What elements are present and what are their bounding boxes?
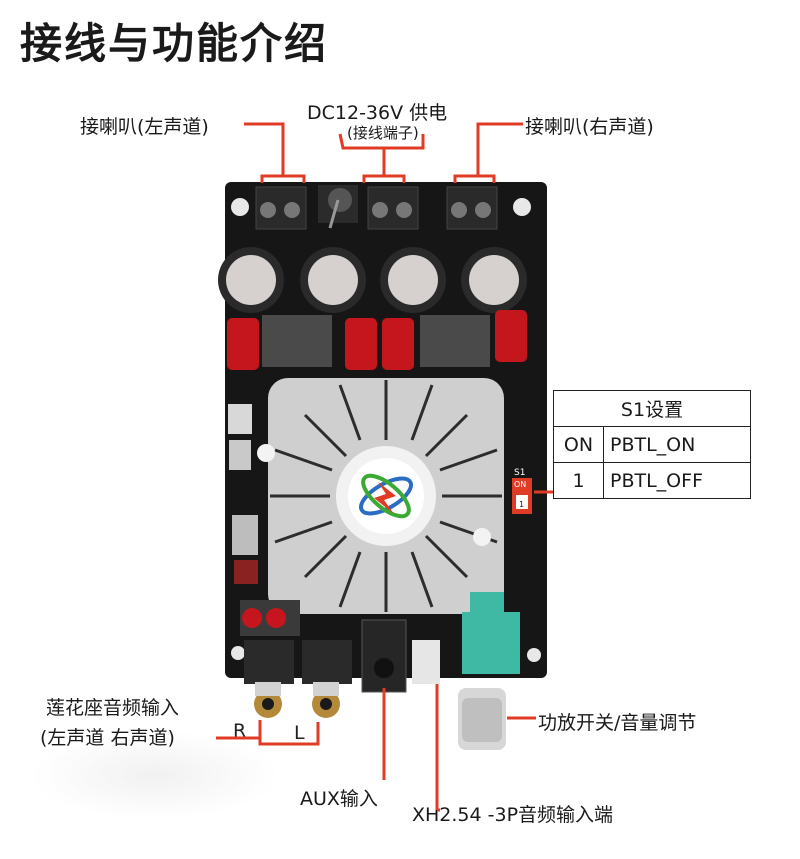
s1-key: ON: [553, 426, 604, 463]
mount-hole: [527, 648, 541, 662]
label-rca-channels: (左声道 右声道): [40, 727, 175, 749]
mount-hole: [231, 198, 249, 216]
switch-1-text: 1: [519, 500, 525, 509]
led-indicator: [257, 444, 275, 462]
s1-table-header: S1设置: [553, 390, 751, 427]
table-row: ON PBTL_ON: [553, 426, 751, 463]
s1-settings-table: S1设置 ON PBTL_ON 1 PBTL_OFF: [553, 390, 751, 499]
xh-connector: [412, 640, 440, 684]
switch-on-text: ON: [514, 480, 527, 489]
label-rca-l: L: [294, 722, 305, 744]
capacitor: [218, 247, 284, 313]
label-knob: 功放开关/音量调节: [538, 712, 697, 734]
terminal-power: [367, 186, 419, 230]
label-power-sub: (接线端子): [347, 124, 419, 142]
capacitor: [461, 247, 527, 313]
smd-capacitor: [234, 560, 258, 584]
background-shadow: [30, 730, 280, 820]
potentiometer-body: [462, 612, 520, 674]
film-capacitor: [345, 318, 377, 370]
film-capacitor: [382, 318, 414, 370]
brand-logo-icon: [359, 473, 413, 519]
mount-hole: [231, 646, 245, 660]
label-power: DC12-36V 供电: [307, 102, 448, 124]
aux-jack: [361, 619, 407, 693]
smd-inductor: [232, 515, 258, 555]
inductor: [420, 315, 490, 367]
capacitor: [300, 247, 366, 313]
label-speaker-right: 接喇叭(右声道): [525, 116, 654, 138]
film-capacitor: [495, 310, 527, 362]
s1-value: PBTL_OFF: [603, 462, 751, 499]
mount-hole: [513, 198, 531, 216]
label-xh-connector: XH2.54 -3P音频输入端: [412, 804, 614, 826]
page-title: 接线与功能介绍: [20, 19, 329, 68]
inductor: [262, 315, 332, 367]
terminal-left: [255, 186, 307, 230]
smd-component: [229, 440, 251, 470]
rca-jack-right: [244, 640, 294, 718]
film-capacitor: [227, 318, 259, 370]
terminal-right: [446, 186, 498, 230]
label-rca: 莲花座音频输入: [46, 697, 180, 719]
rca-jack-left: [302, 640, 352, 718]
label-aux: AUX输入: [300, 788, 378, 810]
inductor-top: [318, 185, 358, 229]
led-indicator: [473, 528, 491, 546]
table-row: 1 PBTL_OFF: [553, 462, 751, 499]
label-speaker-left: 接喇叭(左声道): [80, 116, 209, 138]
annotation-lines: [216, 122, 553, 812]
smd-component: [228, 404, 252, 434]
capacitor: [380, 247, 446, 313]
s1-value: PBTL_ON: [603, 426, 751, 463]
switch-silkscreen: S1: [514, 468, 526, 478]
s1-key: 1: [553, 462, 604, 499]
